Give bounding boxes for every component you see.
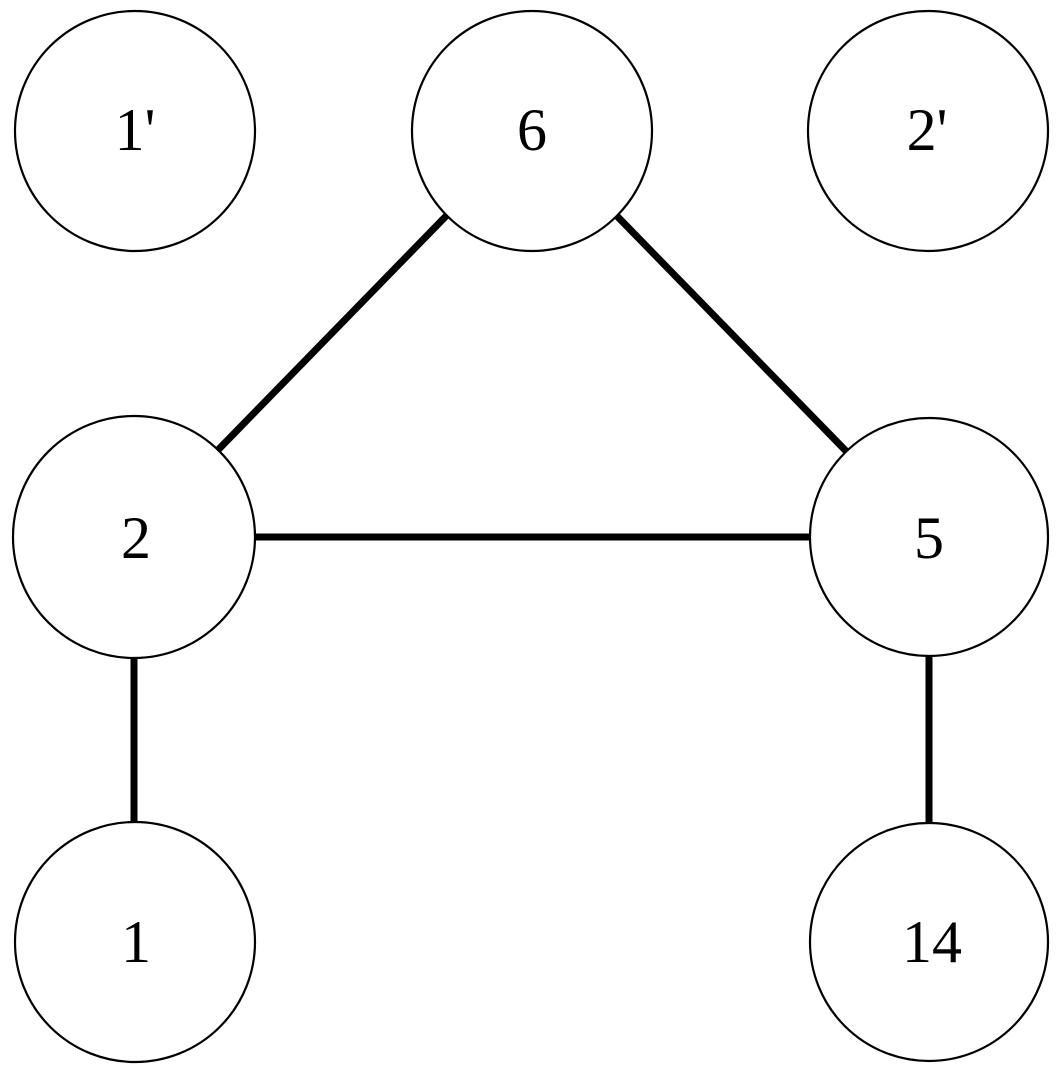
graph-node-1p[interactable]: 1' xyxy=(13,9,257,253)
node-circle-14[interactable] xyxy=(808,821,1050,1063)
node-circle-2[interactable] xyxy=(11,414,257,660)
node-label-2: 2 xyxy=(121,505,151,571)
graph-node-5[interactable]: 5 xyxy=(808,416,1050,658)
node-circle-1[interactable] xyxy=(13,820,257,1064)
graph-node-2[interactable]: 2 xyxy=(11,414,257,660)
node-label-5: 5 xyxy=(914,505,944,571)
node-label-6: 6 xyxy=(517,97,547,163)
node-circle-6[interactable] xyxy=(410,9,654,253)
node-label-1: 1 xyxy=(121,909,151,975)
node-label-14: 14 xyxy=(902,909,962,975)
graph-node-2p[interactable]: 2' xyxy=(806,9,1050,253)
graph-edge-6-5 xyxy=(611,210,849,454)
node-label-2p: 2' xyxy=(907,97,948,163)
graph-node-14[interactable]: 14 xyxy=(808,821,1050,1063)
node-circle-5[interactable] xyxy=(808,416,1050,658)
node-circle-1p[interactable] xyxy=(13,9,257,253)
graph-node-1[interactable]: 1 xyxy=(13,820,257,1064)
edges-layer xyxy=(130,210,933,824)
node-circle-2p[interactable] xyxy=(806,9,1050,253)
node-label-1p: 1' xyxy=(115,97,156,163)
graph-node-6[interactable]: 6 xyxy=(410,9,654,253)
nodes-layer: 1' 6 2' 2 5 1 14 xyxy=(11,9,1050,1064)
graph-edge-2-6 xyxy=(214,210,452,454)
